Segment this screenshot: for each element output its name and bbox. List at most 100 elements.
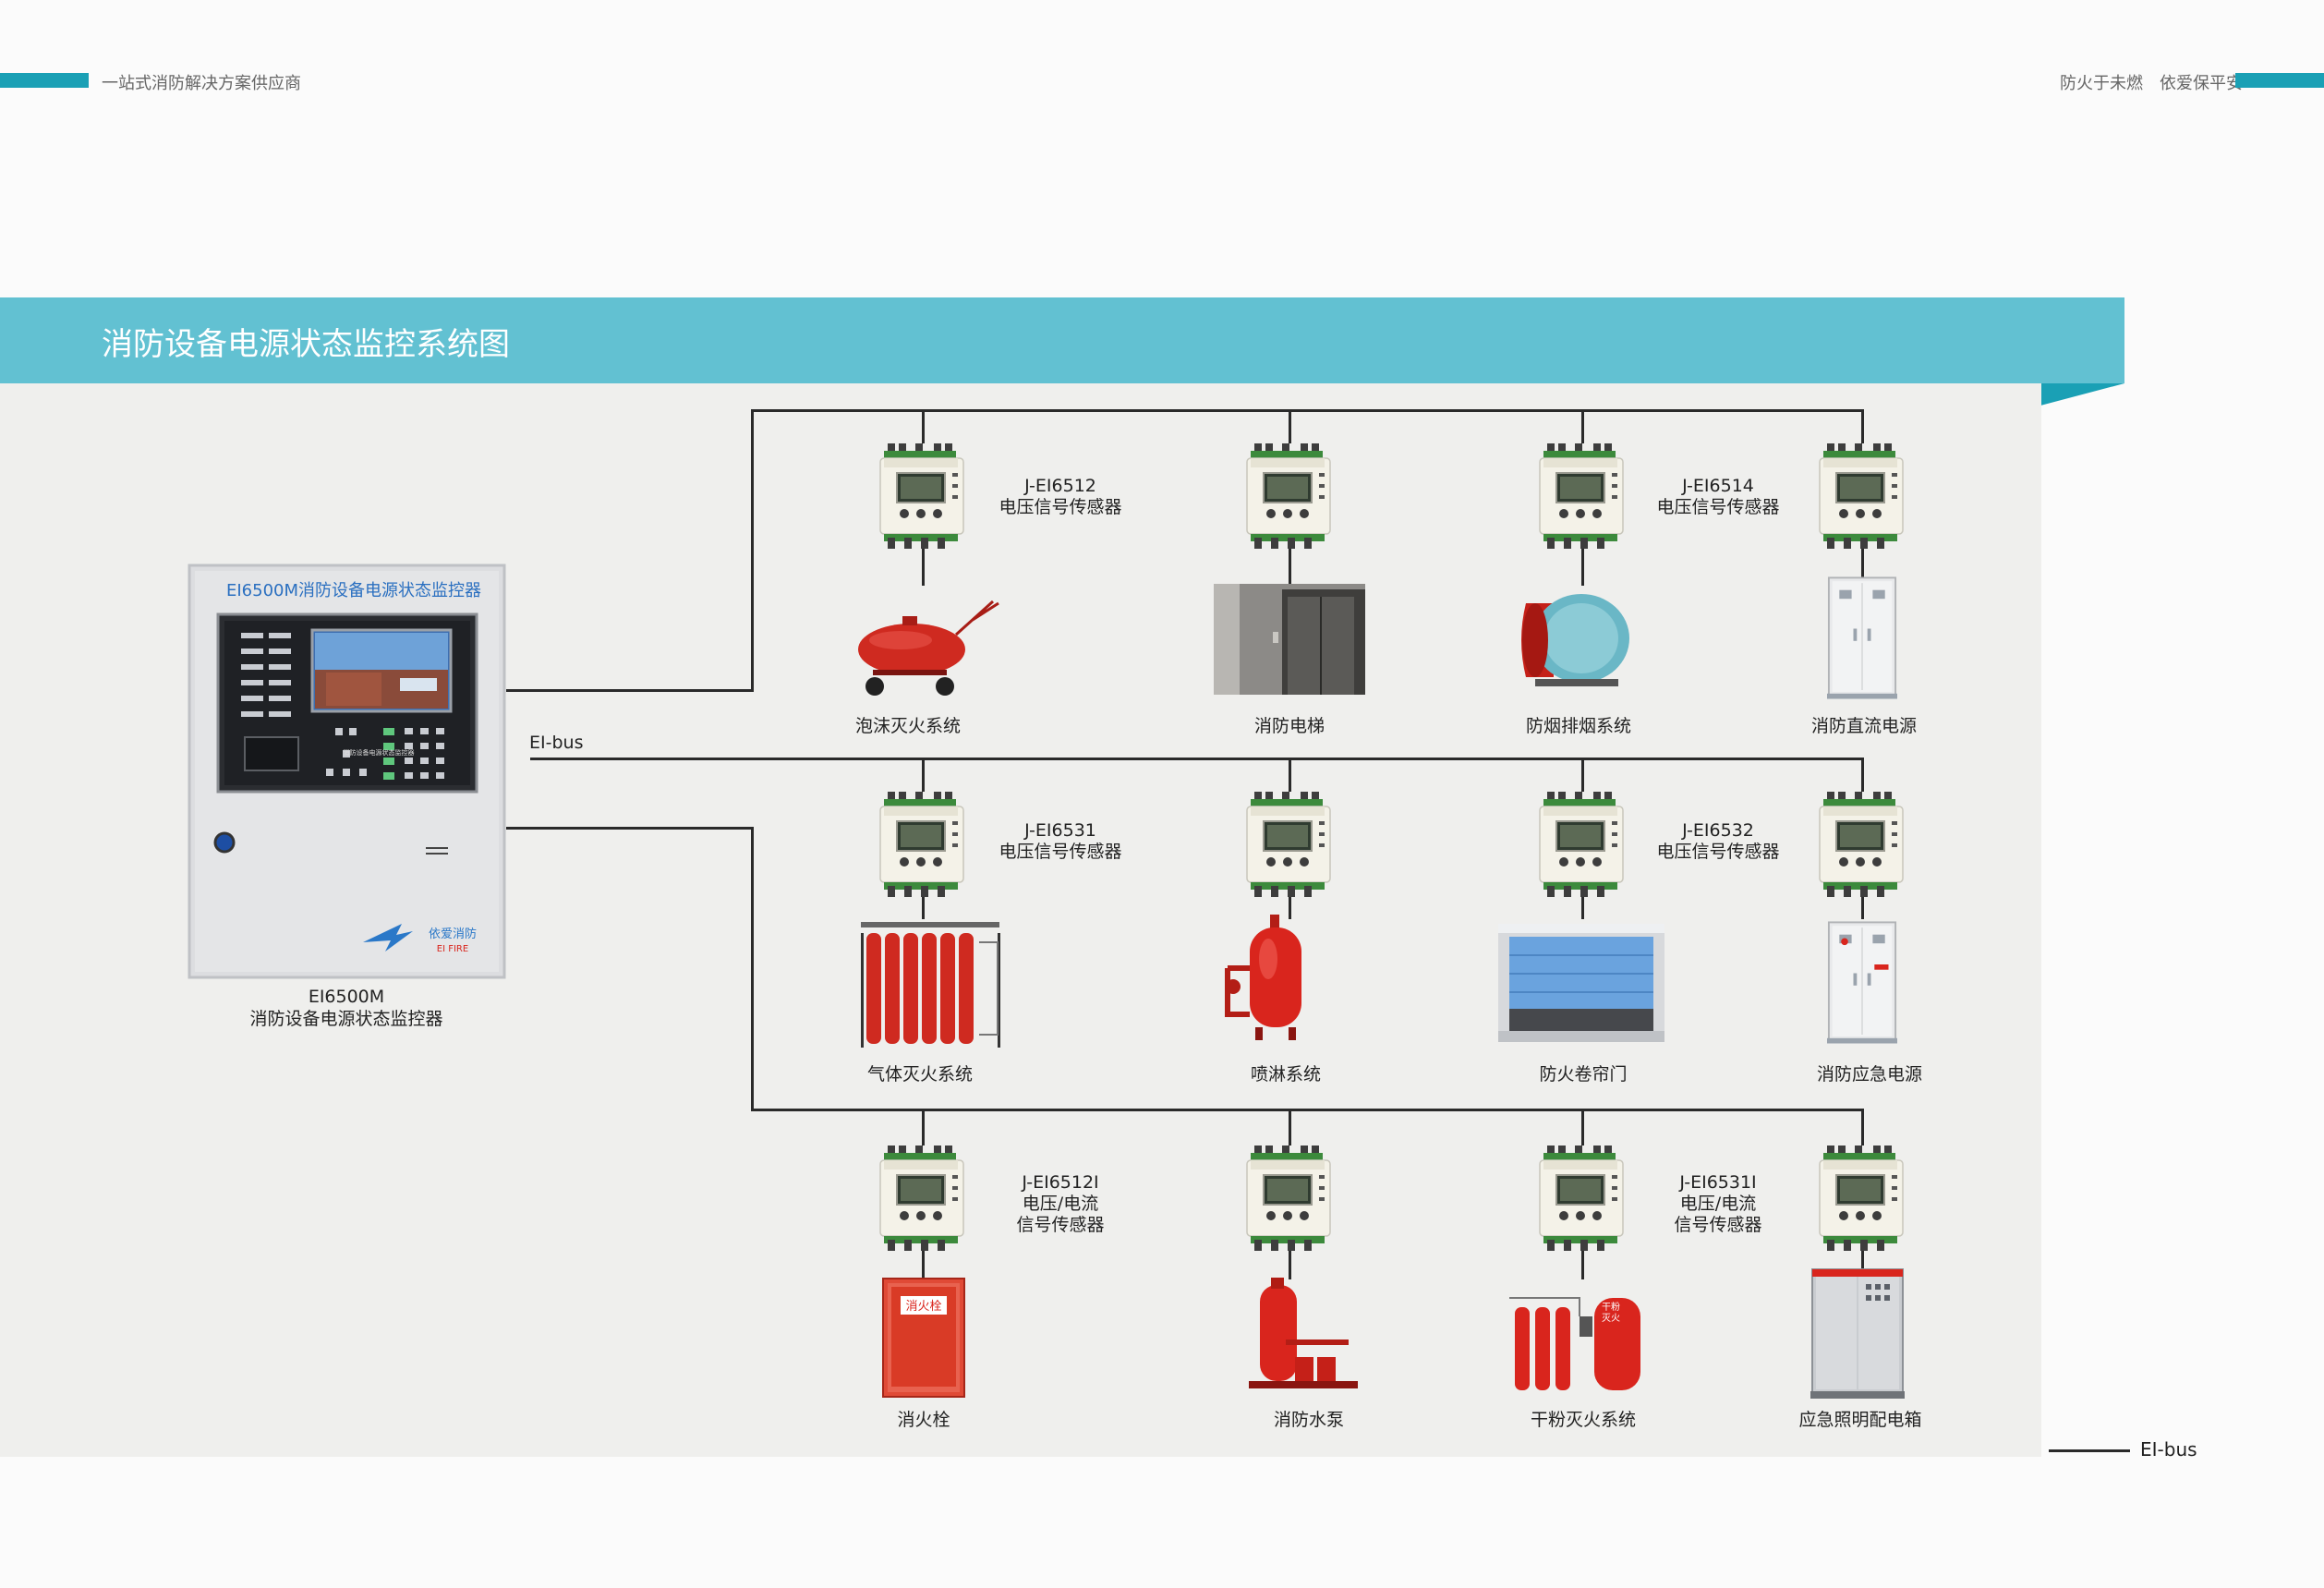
connector-line [1289, 897, 1291, 919]
connector-line [1289, 409, 1291, 443]
bus-line-row1 [751, 409, 1863, 412]
bus-line-row2 [530, 758, 1863, 760]
signal-sensor [1245, 442, 1334, 551]
connector-line [1289, 1109, 1291, 1146]
equipment-label: 防火卷帘门 [1539, 1064, 1628, 1085]
signal-sensor [1538, 1144, 1627, 1253]
banner-corner-accent [2040, 383, 2124, 406]
header-accent-bar-left [0, 73, 89, 88]
connector-line [1861, 758, 1864, 792]
bus-link-bottom [506, 827, 754, 830]
equipment-label: 气体灭火系统 [866, 1064, 973, 1085]
signal-sensor [1245, 790, 1334, 899]
controller-name: 消防设备电源状态监控器 [249, 1009, 443, 1029]
smoke-exhaust-fan-image [1507, 576, 1637, 705]
legend-line [2049, 1449, 2130, 1452]
fire-pump-image [1249, 1278, 1358, 1398]
equipment-label: 消防应急电源 [1816, 1064, 1922, 1085]
sensor-label-desc: 电压/电流 [1679, 1194, 1757, 1214]
header-right-text: 防火于未燃 依爱保平安 [2060, 74, 2243, 93]
bus-link-top [506, 689, 754, 692]
sensor-label-desc: 信号传感器 [1674, 1215, 1762, 1235]
sensor-label-desc: 电压信号传感器 [999, 497, 1122, 517]
connector-line [1581, 409, 1584, 443]
controller-cabinet [188, 564, 506, 979]
equipment-label: 喷淋系统 [1250, 1064, 1321, 1085]
sensor-label-desc: 电压信号传感器 [1656, 842, 1780, 862]
sensor-label-model: J-EI6512I [1022, 1172, 1099, 1193]
fire-shutter-door-image [1498, 924, 1664, 1042]
controller-screen-text: 消防设备电源状态监控器 [343, 749, 415, 757]
connector-line [922, 897, 925, 919]
dc-power-cabinet-image [1827, 573, 1897, 702]
powder-tank-text: 干粉灭火 [1602, 1303, 1620, 1324]
equipment-label: 消火栓 [897, 1410, 950, 1430]
sprinkler-system-image [1222, 913, 1333, 1042]
signal-sensor [1818, 1144, 1906, 1253]
equipment-label: 泡沫灭火系统 [854, 716, 961, 736]
equipment-label: 干粉灭火系统 [1530, 1410, 1636, 1430]
equipment-label: 应急照明配电箱 [1798, 1410, 1922, 1430]
hydrant-plate-text: 消火栓 [905, 1300, 942, 1314]
sensor-label-desc: 信号传感器 [1016, 1215, 1105, 1235]
emergency-power-cabinet-image [1827, 917, 1897, 1047]
title-banner [0, 297, 2124, 383]
signal-sensor [878, 790, 967, 899]
controller-logo-cn: 依爱消防 [428, 927, 477, 941]
sensor-label-model: J-EI6531 [1024, 820, 1096, 841]
connector-line [922, 758, 925, 792]
signal-sensor [878, 1144, 967, 1253]
header-left-text: 一站式消防解决方案供应商 [102, 74, 301, 93]
signal-sensor [1538, 790, 1627, 899]
dry-powder-system-image [1506, 1279, 1646, 1395]
signal-sensor [1538, 442, 1627, 551]
bus-line-row3 [751, 1109, 1863, 1111]
gas-extinguisher-image [859, 915, 1007, 1051]
equipment-label: 消防电梯 [1253, 716, 1325, 736]
controller-logo-en: EI FIRE [436, 944, 469, 954]
fire-hydrant-cabinet-image [882, 1278, 965, 1398]
connector-line [922, 1251, 925, 1279]
connector-line [1581, 758, 1584, 792]
equipment-label: 防烟排烟系统 [1525, 716, 1631, 736]
connector-line [1581, 549, 1584, 586]
connector-line [1861, 1109, 1864, 1146]
controller-panel-title: EI6500M消防设备电源状态监控器 [226, 581, 482, 600]
connector-line [1861, 1251, 1864, 1279]
sensor-label-desc: 电压信号传感器 [999, 842, 1122, 862]
bus-vertical-bottom [751, 827, 754, 1111]
sensor-label-model: J-EI6531I [1679, 1172, 1757, 1193]
connector-line [1289, 1251, 1291, 1279]
lighting-distribution-box-image [1810, 1267, 1905, 1399]
signal-sensor [878, 442, 967, 551]
sensor-label-model: J-EI6514 [1682, 476, 1754, 496]
foam-extinguisher-image [854, 594, 1002, 705]
bus-label: EI-bus [529, 733, 584, 753]
fire-elevator-image [1214, 584, 1365, 695]
connector-line [1861, 549, 1864, 586]
sensor-label-model: J-EI6512 [1024, 476, 1096, 496]
page-title: 消防设备电源状态监控系统图 [102, 326, 510, 363]
controller-model: EI6500M [308, 987, 385, 1007]
connector-line [1289, 549, 1291, 586]
signal-sensor [1245, 1144, 1334, 1253]
connector-line [922, 549, 925, 586]
connector-line [1861, 897, 1864, 919]
connector-line [922, 1109, 925, 1146]
connector-line [1581, 1109, 1584, 1146]
connector-line [922, 409, 925, 443]
sensor-label-desc: 电压/电流 [1022, 1194, 1099, 1214]
equipment-label: 消防直流电源 [1810, 716, 1917, 736]
sensor-label-desc: 电压信号传感器 [1656, 497, 1780, 517]
legend-label: EI-bus [2140, 1438, 2197, 1461]
header-accent-bar-right [2235, 73, 2324, 88]
sensor-label-model: J-EI6532 [1682, 820, 1754, 841]
connector-line [1289, 758, 1291, 792]
connector-line [1581, 897, 1584, 919]
signal-sensor [1818, 442, 1906, 551]
equipment-label: 消防水泵 [1273, 1410, 1344, 1430]
connector-line [1581, 1251, 1584, 1279]
connector-line [1861, 409, 1864, 443]
bus-vertical-top [751, 409, 754, 692]
signal-sensor [1818, 790, 1906, 899]
